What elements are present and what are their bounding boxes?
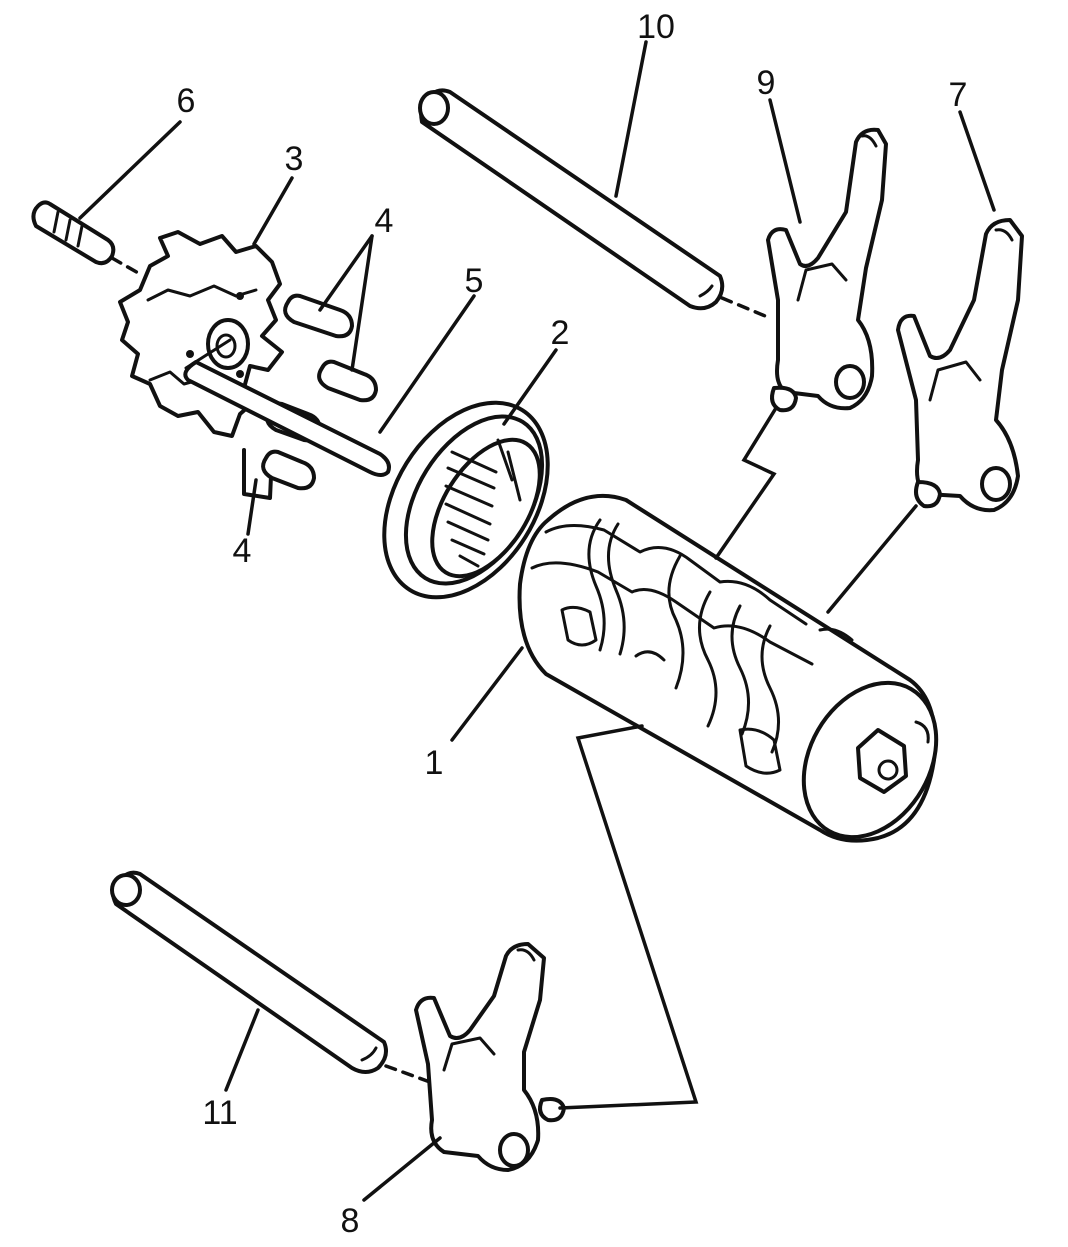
callout-9: 9	[757, 64, 776, 102]
callout-10: 10	[637, 8, 675, 46]
callout-1: 1	[425, 744, 444, 782]
screw	[31, 200, 142, 276]
shift-rod-top	[418, 88, 772, 320]
callout-11: 11	[202, 1094, 237, 1132]
callout-4-top: 4	[375, 202, 394, 240]
pin-rod	[183, 338, 391, 477]
needle-bearing	[382, 400, 550, 600]
callout-leaders	[78, 40, 996, 1202]
callout-7: 7	[949, 76, 968, 114]
shift-fork-7	[896, 218, 1024, 513]
callout-6: 6	[177, 82, 196, 120]
callout-4-bottom: 4	[233, 532, 252, 570]
callout-3: 3	[285, 140, 304, 178]
assembly-lines	[558, 406, 918, 1110]
callout-2: 2	[551, 314, 570, 352]
callout-8: 8	[341, 1202, 360, 1240]
shift-rod-bottom	[110, 870, 432, 1084]
shift-drum	[517, 493, 939, 843]
shift-fork-9	[766, 127, 888, 413]
shift-fork-8	[414, 942, 566, 1172]
callout-5: 5	[465, 262, 484, 300]
callout-labels: 6 3 4 5 2 4 10 9 7 1 11 8	[177, 8, 968, 1240]
